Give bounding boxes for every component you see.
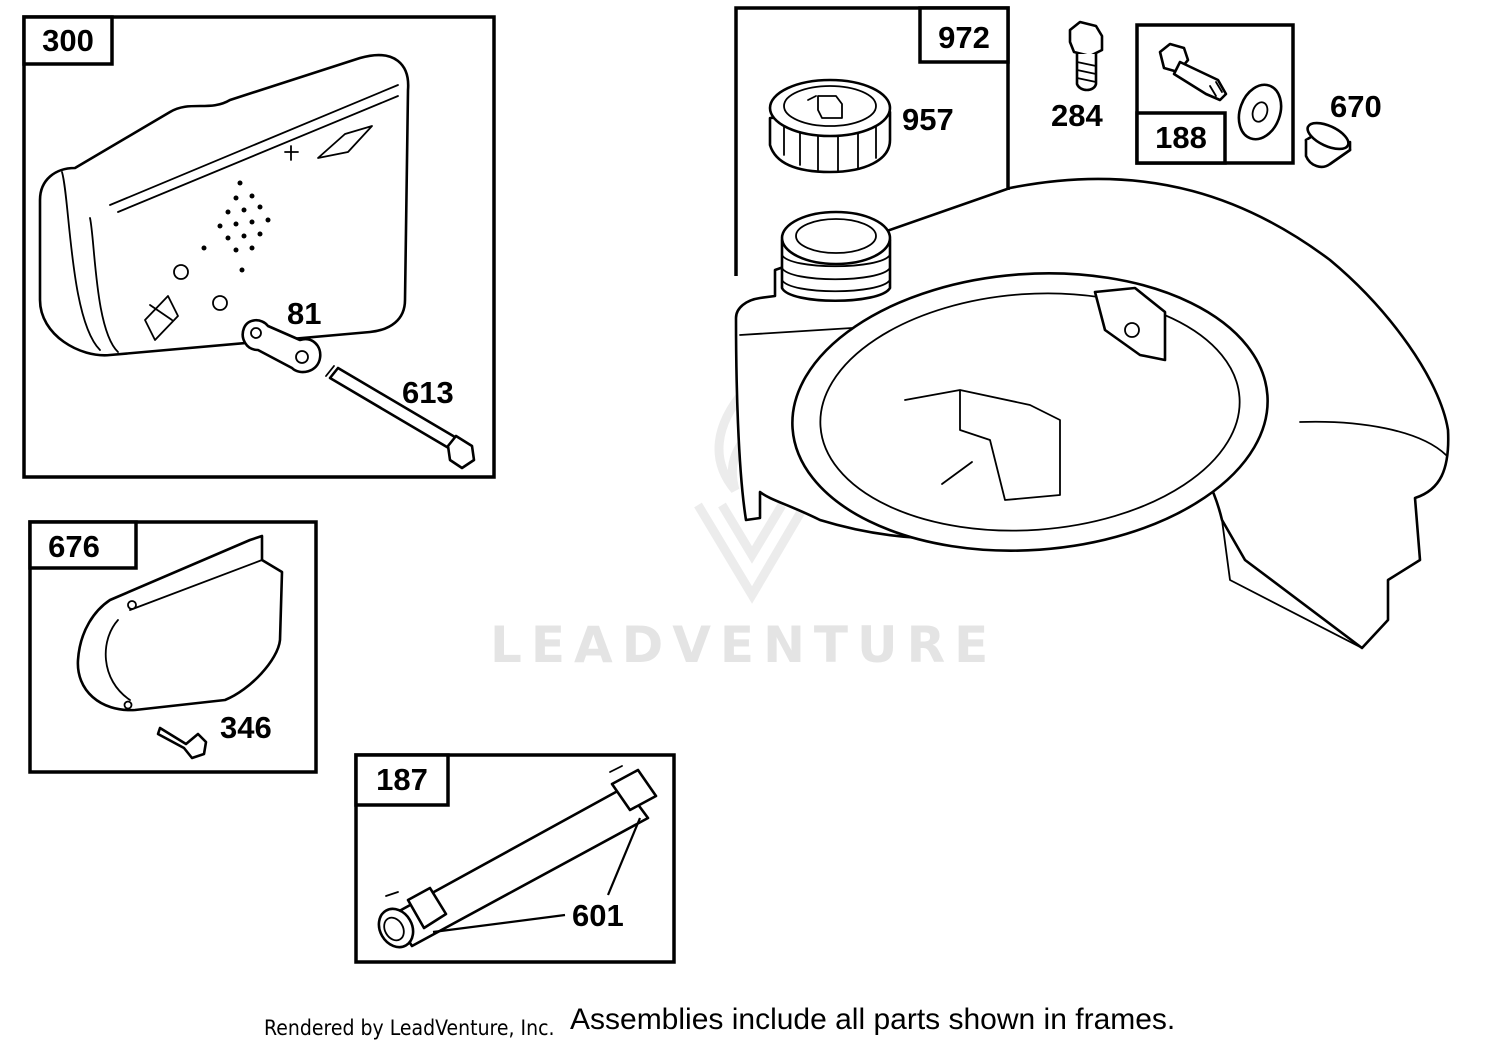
muffler-vent-holes: [201, 180, 271, 273]
screw-346-part: [156, 726, 208, 760]
watermark: LEADVENTURE: [490, 384, 997, 674]
callout-187: 187: [376, 762, 428, 797]
spacer-670-part: [1304, 121, 1352, 169]
muffler-part: [38, 53, 410, 357]
leader-601-b: [606, 817, 642, 896]
frame-972-border: [734, 6, 1010, 276]
callout-601: 601: [572, 898, 624, 933]
screw-284-part: [1068, 20, 1104, 92]
callout-972: 972: [938, 20, 990, 55]
gasket-81-part: [241, 318, 322, 374]
callout-81: 81: [287, 296, 321, 331]
callout-346: 346: [220, 710, 272, 745]
frame-187: 187 601: [354, 753, 676, 964]
frame-300: 300 81: [22, 15, 496, 479]
callout-957: 957: [902, 102, 954, 137]
frame-187-border: [354, 753, 676, 964]
bolt-613-part: [325, 365, 476, 470]
frame-188: 188: [1135, 23, 1295, 165]
frame-187-tab: [354, 753, 450, 807]
frame-300-border: [22, 15, 496, 479]
footer-rendered-by: Rendered by LeadVenture, Inc.: [264, 1016, 555, 1040]
callout-613: 613: [402, 375, 454, 410]
frame-676: 676 346: [28, 520, 318, 774]
callout-670: 670: [1330, 89, 1382, 124]
frame-300-tab: [22, 15, 114, 66]
frame-972: 972 957: [734, 6, 1010, 276]
frame-188-tab: [1135, 111, 1227, 165]
callout-284: 284: [1051, 98, 1103, 133]
tank-filler-neck: [780, 210, 892, 303]
heat-shield-part: [76, 534, 284, 712]
fuel-tank-part: [734, 177, 1450, 650]
frame-676-border: [28, 520, 318, 774]
fuel-cap-957-part: [768, 78, 892, 174]
bolt-188-part: [1158, 42, 1228, 102]
callout-300: 300: [42, 23, 94, 58]
leader-601-a: [432, 913, 566, 934]
washer-188-part: [1237, 83, 1283, 141]
frame-676-tab: [28, 520, 138, 570]
callout-676: 676: [48, 529, 100, 564]
footer-assemblies-note: Assemblies include all parts shown in fr…: [570, 1003, 1176, 1036]
fuel-line-part: [377, 765, 658, 949]
frame-972-tab: [918, 6, 1010, 64]
watermark-text: LEADVENTURE: [490, 616, 997, 674]
callout-188: 188: [1155, 120, 1207, 155]
